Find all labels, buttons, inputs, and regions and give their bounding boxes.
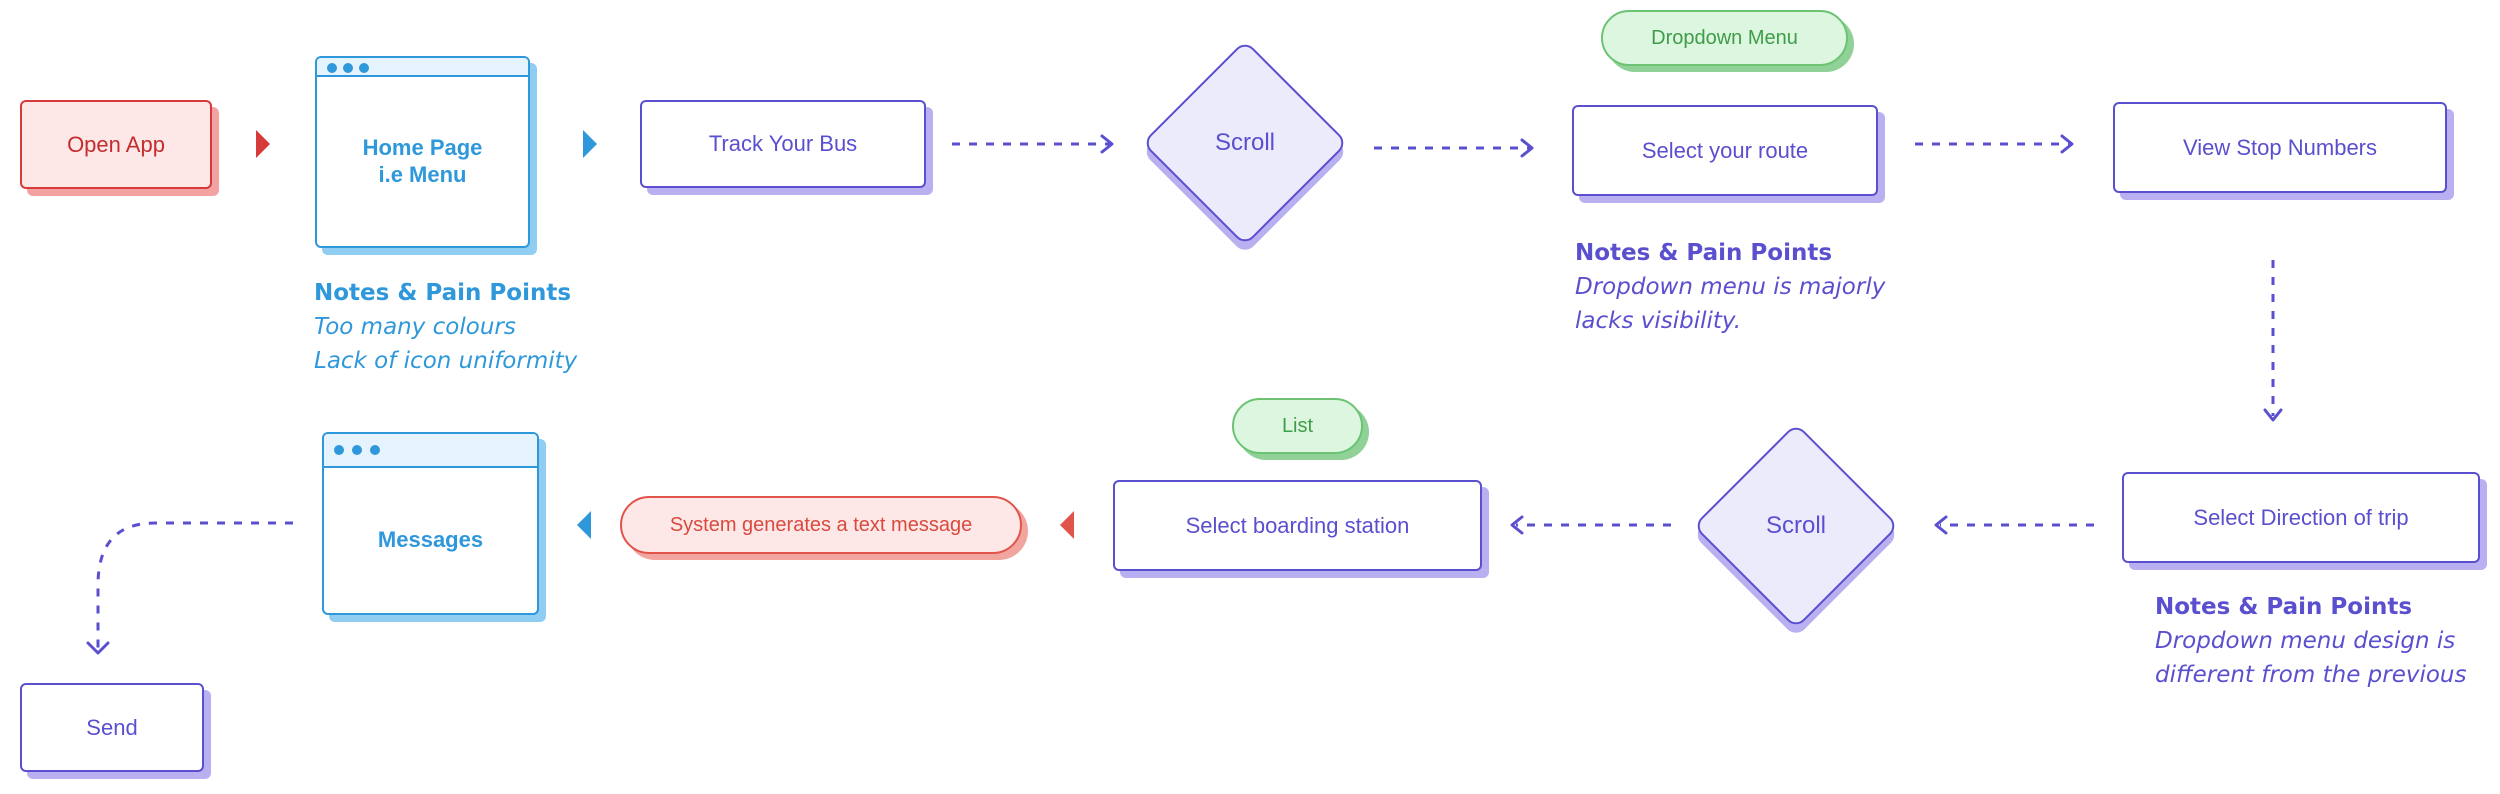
arrowhead (1934, 515, 1948, 535)
notes-line: Too many colours (314, 314, 516, 340)
notes-line: Lack of icon uniformity (314, 348, 578, 374)
select-your-route-label: Select your route (1641, 137, 1809, 163)
select-boarding-station-node: Select boarding station (1113, 480, 1482, 571)
system-generates-label: System generates a text message (669, 513, 973, 536)
arrowhead (86, 641, 110, 655)
scroll-top-decision: Scroll (1141, 39, 1349, 247)
window-dot-icon (327, 63, 337, 73)
messages-window: Messages (322, 432, 539, 615)
notes-line: Dropdown menu design is (2155, 628, 2456, 654)
home-page-line2: i.e Menu (378, 161, 467, 187)
system-generates-pill: System generates a text message (620, 496, 1022, 554)
notes-heading: Notes & Pain Points (314, 280, 572, 306)
track-your-bus-node: Track Your Bus (640, 100, 926, 188)
home-page-label: Home Page i.e Menu (317, 75, 528, 246)
list-pill: List (1232, 398, 1363, 454)
view-stop-numbers-label: View Stop Numbers (2182, 134, 2377, 160)
view-stop-numbers-node: View Stop Numbers (2113, 102, 2447, 193)
notes-line: different from the previous (2155, 662, 2467, 688)
notes-direction: Notes & Pain Points Dropdown menu design… (2155, 590, 2467, 692)
scroll-bottom-decision: Scroll (1692, 422, 1900, 630)
home-page-window: Home Page i.e Menu (315, 56, 530, 248)
arrowhead (1510, 515, 1524, 535)
edge-messages-to-send (96, 521, 293, 648)
select-your-route-node: Select your route (1572, 105, 1878, 196)
arrowhead (2263, 408, 2283, 422)
messages-text: Messages (377, 527, 484, 552)
notes-heading: Notes & Pain Points (2155, 594, 2413, 620)
dropdown-menu-label: Dropdown Menu (1651, 26, 1798, 49)
send-node: Send (20, 683, 204, 772)
select-boarding-station-label: Select boarding station (1185, 512, 1410, 538)
list-label: List (1281, 414, 1314, 437)
dropdown-menu-pill: Dropdown Menu (1601, 10, 1848, 66)
scroll-top-label: Scroll (1214, 129, 1275, 156)
window-titlebar (324, 434, 537, 468)
window-dot-icon (370, 445, 380, 455)
notes-heading: Notes & Pain Points (1575, 240, 1833, 266)
open-app-label: Open App (67, 131, 165, 157)
open-app-node: Open App (20, 100, 212, 189)
messages-label: Messages (324, 466, 537, 613)
notes-home: Notes & Pain Points Too many colours Lac… (314, 276, 577, 378)
window-titlebar (317, 58, 528, 77)
select-direction-label: Select Direction of trip (2193, 504, 2409, 530)
notes-line: Dropdown menu is majorly (1575, 274, 1886, 300)
window-dot-icon (334, 445, 344, 455)
notes-line: lacks visibility. (1575, 308, 1742, 334)
scroll-bottom-label: Scroll (1765, 512, 1826, 539)
arrowhead (1520, 138, 1534, 158)
window-dot-icon (352, 445, 362, 455)
window-dot-icon (359, 63, 369, 73)
arrowhead-blue (583, 130, 597, 158)
select-direction-node: Select Direction of trip (2122, 472, 2480, 563)
notes-route: Notes & Pain Points Dropdown menu is maj… (1575, 236, 1885, 338)
window-dot-icon (343, 63, 353, 73)
track-your-bus-label: Track Your Bus (708, 131, 858, 156)
arrowhead-blue (577, 511, 591, 539)
home-page-line1: Home Page (362, 134, 483, 160)
arrowhead-red (256, 130, 270, 158)
send-label: Send (86, 714, 138, 740)
arrowhead (2060, 134, 2074, 154)
arrowhead-red (1060, 511, 1074, 539)
arrowhead (1100, 134, 1114, 154)
